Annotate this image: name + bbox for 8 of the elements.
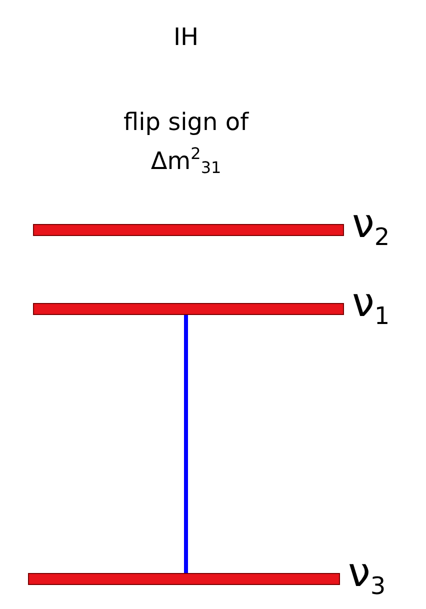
transition-line (184, 315, 188, 573)
energy-level-bar (33, 303, 344, 315)
level-label: ν$_{2}$ (352, 202, 390, 253)
diagram-title: IH (172, 22, 200, 52)
level-label: ν$_{1}$ (352, 281, 390, 332)
energy-level-bar (33, 224, 344, 236)
level-label: ν$_{3}$ (348, 551, 386, 602)
energy-level-bar (28, 573, 340, 585)
